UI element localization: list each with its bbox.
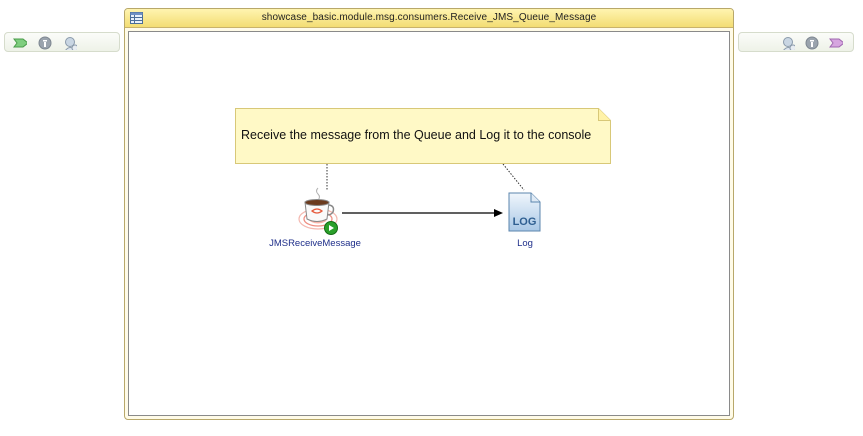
start-play-icon	[324, 221, 338, 235]
user-icon[interactable]	[781, 36, 795, 50]
process-end-bar	[738, 32, 854, 52]
log-document-icon: LOG	[508, 192, 541, 232]
activity-log[interactable]: LOG	[508, 192, 542, 232]
activity-jms-receive[interactable]	[298, 186, 344, 236]
end-arrow-icon[interactable]	[829, 36, 843, 50]
process-title: showcase_basic.module.msg.consumers.Rece…	[261, 12, 597, 23]
note-link-end	[502, 163, 525, 191]
activity-label-jms-receive: JMSReceiveMessage	[269, 238, 361, 249]
start-arrow-icon[interactable]	[13, 36, 27, 50]
coffee-cup-icon	[298, 187, 338, 230]
table-icon	[130, 12, 143, 24]
process-canvas	[128, 31, 730, 416]
info-icon[interactable]	[38, 36, 52, 50]
process-header: showcase_basic.module.msg.consumers.Rece…	[125, 9, 733, 28]
note-text: Receive the message from the Queue and L…	[241, 128, 592, 142]
activity-label-log: Log	[517, 238, 533, 249]
process-start-bar	[4, 32, 120, 52]
process-frame: showcase_basic.module.msg.consumers.Rece…	[124, 8, 734, 420]
transition-arrow[interactable]	[342, 209, 503, 217]
log-icon-text: LOG	[513, 216, 537, 228]
annotation-note[interactable]: Receive the message from the Queue and L…	[235, 108, 611, 164]
user-icon[interactable]	[63, 36, 77, 50]
info-icon[interactable]	[805, 36, 819, 50]
